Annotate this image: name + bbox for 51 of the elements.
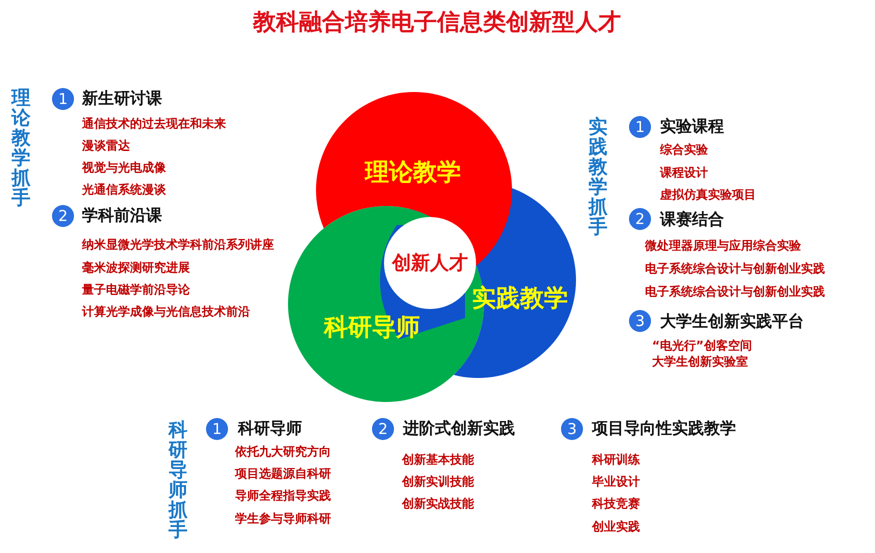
section-heading: 课赛结合 bbox=[660, 210, 724, 230]
list-item: 量子电磁学前沿导论 bbox=[82, 282, 190, 298]
list-item: 依托九大研究方向 bbox=[235, 444, 331, 460]
list-item: 漫谈雷达 bbox=[82, 138, 130, 154]
section-heading: 学科前沿课 bbox=[82, 206, 162, 226]
section-heading: 实验课程 bbox=[660, 116, 724, 138]
section-heading: 大学生创新实践平台 bbox=[660, 312, 804, 332]
list-item: 微处理器原理与应用综合实验 bbox=[645, 238, 801, 254]
number-badge: 2 bbox=[372, 418, 394, 440]
section-heading: 进阶式创新实践 bbox=[403, 418, 515, 440]
list-item: 计算光学成像与光信息技术前沿 bbox=[82, 304, 250, 320]
list-item: 毫米波探测研究进展 bbox=[82, 260, 190, 276]
list-item: 创新实战技能 bbox=[402, 496, 474, 512]
number-badge: 2 bbox=[629, 208, 651, 230]
list-item: 大学生创新实验室 bbox=[652, 354, 748, 370]
list-item: 电子系统综合设计与创新创业实践 bbox=[645, 260, 825, 278]
vertical-heading: 实践教学抓手 bbox=[588, 117, 608, 237]
circle-label: 理论教学 bbox=[365, 157, 461, 188]
number-badge: 1 bbox=[206, 418, 228, 440]
list-item: 纳米显微光学技术学科前沿系列讲座 bbox=[82, 236, 274, 254]
title: 教科融合培养电子信息类创新型人才 bbox=[253, 8, 621, 38]
list-item: 项目选题源自科研 bbox=[235, 466, 331, 482]
number-badge: 3 bbox=[561, 418, 583, 440]
circle-label: 科研导师 bbox=[324, 312, 420, 343]
list-item: 创新基本技能 bbox=[402, 452, 474, 468]
list-item: 创新实训技能 bbox=[402, 474, 474, 490]
list-item: 虚拟仿真实验项目 bbox=[660, 186, 756, 204]
section-heading: 科研导师 bbox=[238, 418, 302, 440]
list-item: 光通信系统漫谈 bbox=[82, 182, 166, 198]
circle-label: 创新人才 bbox=[392, 251, 468, 276]
vertical-heading: 理论教学抓手 bbox=[11, 88, 31, 208]
section-heading: 项目导向性实践教学 bbox=[592, 418, 736, 440]
section-heading: 新生研讨课 bbox=[82, 88, 162, 110]
list-item: 综合实验 bbox=[660, 142, 708, 158]
list-item: 通信技术的过去现在和未来 bbox=[82, 116, 226, 132]
circle-label: 实践教学 bbox=[472, 283, 568, 314]
number-badge: 3 bbox=[629, 310, 651, 332]
number-badge: 1 bbox=[52, 88, 74, 110]
list-item: 导师全程指导实践 bbox=[235, 488, 331, 504]
list-item: “电光行”创客空间 bbox=[652, 338, 752, 354]
list-item: 毕业设计 bbox=[592, 474, 640, 490]
vertical-heading: 科研导师抓手 bbox=[168, 420, 188, 540]
number-badge: 2 bbox=[52, 205, 74, 227]
list-item: 创业实践 bbox=[592, 518, 640, 536]
list-item: 视觉与光电成像 bbox=[82, 160, 166, 176]
number-badge: 1 bbox=[629, 116, 651, 138]
list-item: 科技竞赛 bbox=[592, 496, 640, 512]
list-item: 学生参与导师科研 bbox=[235, 510, 331, 528]
list-item: 科研训练 bbox=[592, 452, 640, 468]
list-item: 电子系统综合设计与创新创业实践 bbox=[645, 284, 825, 300]
list-item: 课程设计 bbox=[660, 164, 708, 182]
